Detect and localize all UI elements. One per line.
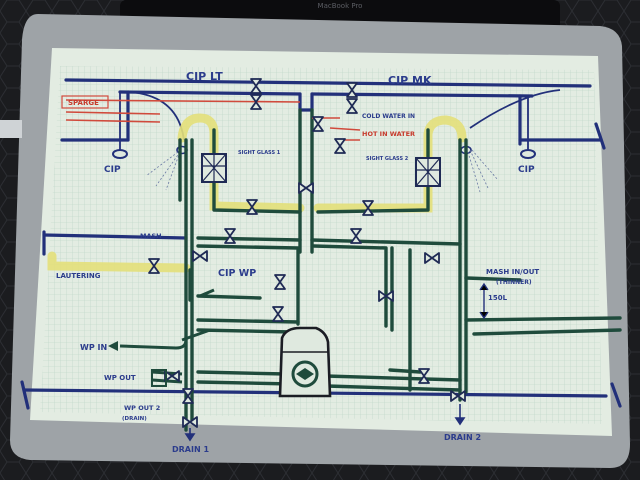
label-150l: 150L	[488, 294, 508, 302]
sight-glass-2-icon	[415, 157, 441, 187]
drain-arrows	[184, 404, 466, 442]
label-cip-lt: CIP LT	[186, 70, 223, 83]
label-drain-1: DRAIN 1	[172, 445, 209, 454]
label-cold-water: COLD WATER IN	[362, 113, 415, 120]
process-piping	[178, 108, 622, 432]
spray-pattern	[145, 149, 499, 193]
level-arrow	[479, 282, 489, 320]
label-lautering: LAUTERING	[56, 272, 101, 280]
mash-pump-icon	[278, 326, 332, 398]
label-drain-note: (DRAIN)	[122, 416, 147, 422]
label-cip-left: CIP	[104, 165, 121, 175]
label-wp-out: WP OUT	[104, 374, 136, 382]
label-wp-out2: WP OUT 2	[124, 404, 160, 412]
label-sight-glass-1: SIGHT GLASS 1	[238, 150, 281, 156]
label-cip-mk: CIP MK	[388, 74, 432, 87]
label-sight-glass-2: SIGHT GLASS 2	[366, 156, 409, 162]
clipboard-clip-mark	[0, 120, 22, 138]
label-drain-2: DRAIN 2	[444, 433, 481, 442]
label-wp-in: WP IN	[80, 343, 107, 352]
sight-glass-1-icon	[201, 153, 227, 183]
wp-in-arrow	[108, 341, 118, 351]
laptop-brand: MacBook Pro	[318, 2, 363, 10]
label-cip-right: CIP	[518, 165, 535, 175]
label-cip-wp: CIP WP	[218, 268, 256, 279]
label-sparge: SPARGE	[68, 99, 99, 107]
label-mash-in-out: MASH IN/OUT	[486, 268, 539, 276]
label-hot-water: HOT IN WATER	[362, 130, 415, 138]
wp-out-connector	[151, 369, 167, 387]
sparge-lines	[61, 95, 301, 123]
label-thinner: (THINNER)	[496, 279, 532, 286]
label-mash: MASH	[140, 232, 162, 240]
